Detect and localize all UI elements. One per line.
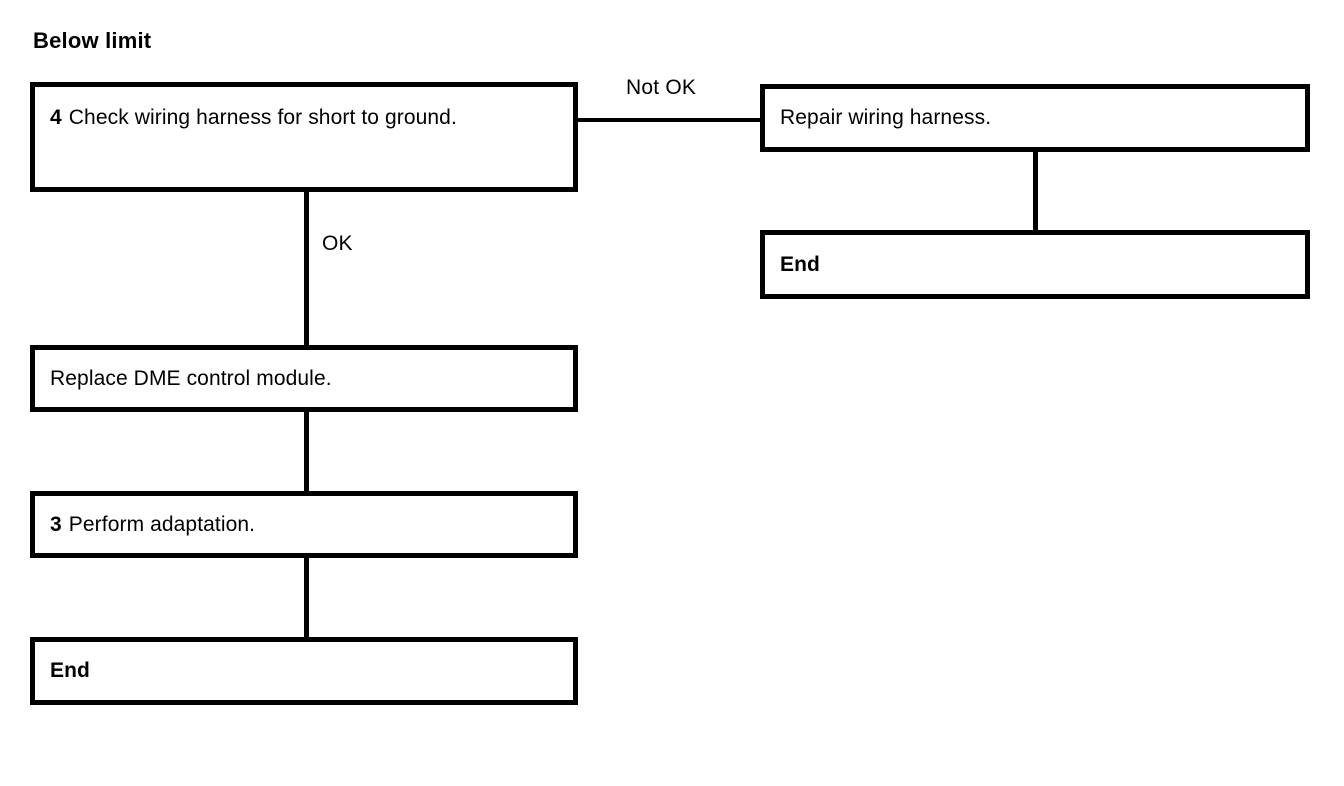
node-end-left: End — [30, 637, 578, 705]
node-label: Replace DME control module. — [50, 366, 332, 390]
connector-replace-to-adaptation — [304, 412, 309, 492]
node-end-right: End — [760, 230, 1310, 299]
node-text: 4 Check wiring harness for short to groun… — [50, 98, 457, 137]
node-replace-dme-module: Replace DME control module. — [30, 345, 578, 412]
node-repair-wiring-harness: Repair wiring harness. — [760, 84, 1310, 152]
edge-label-not-ok: Not OK — [622, 76, 701, 100]
connector-ok — [304, 192, 309, 345]
connector-repair-to-end — [1033, 152, 1038, 230]
page-title: Below limit — [33, 28, 152, 53]
node-check-wiring-harness: 4 Check wiring harness for short to groun… — [30, 82, 578, 192]
node-label: End — [780, 252, 820, 276]
connector-adaptation-to-end — [304, 558, 309, 638]
step-number: 3 — [50, 512, 62, 536]
edge-label-ok: OK — [318, 232, 357, 256]
node-label: Perform adaptation. — [68, 512, 256, 536]
node-label: Repair wiring harness. — [780, 106, 992, 129]
step-number: 4 — [50, 106, 62, 129]
node-label: Check wiring harness for short to ground… — [68, 106, 457, 129]
connector-not-ok — [578, 118, 760, 122]
node-label: End — [50, 659, 90, 682]
